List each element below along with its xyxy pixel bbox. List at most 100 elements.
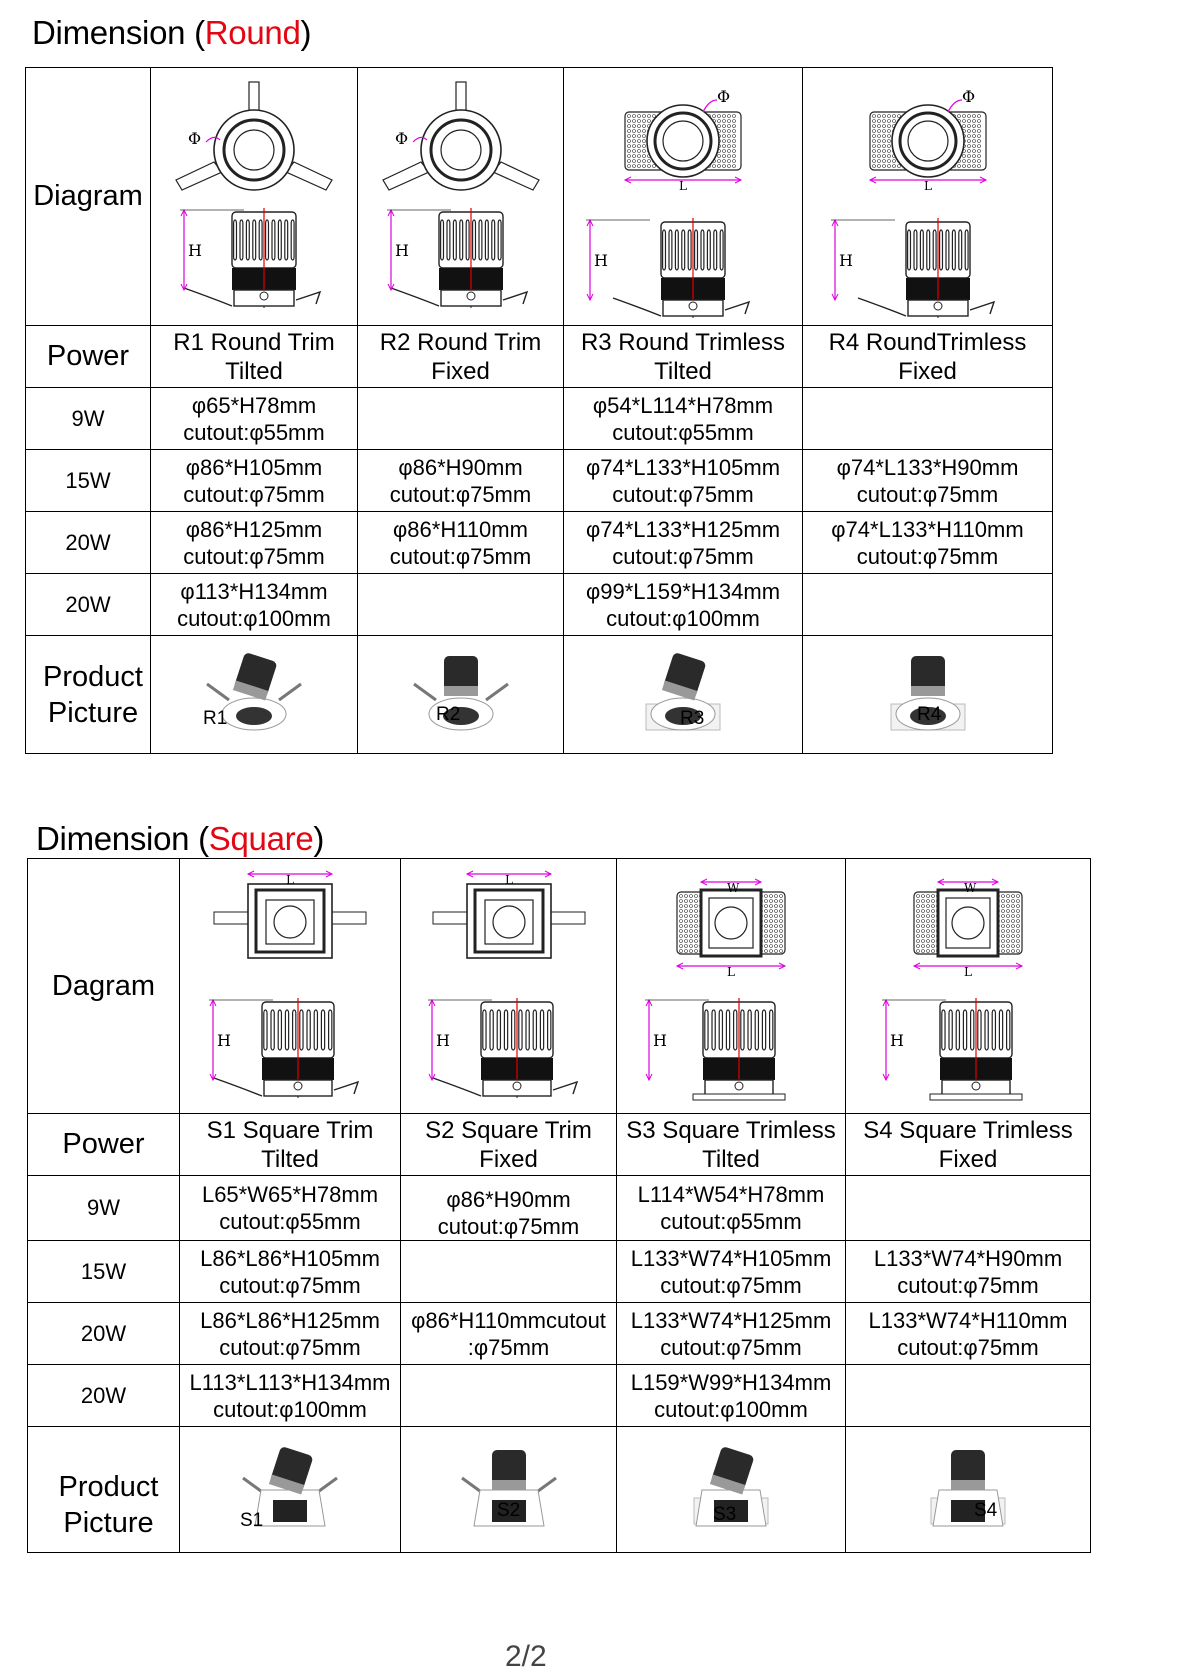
diagram-row: Diagram Φ H Φ H Φ L H Φ L H	[25, 67, 1053, 326]
svg-text:Φ: Φ	[395, 129, 408, 148]
picture-caption: R1	[203, 707, 228, 729]
round-spec-table: Diagram Φ H Φ H Φ L H Φ L H Power R1 Rou…	[25, 67, 1053, 754]
diagram-r1: Φ H	[150, 67, 358, 326]
svg-text:L: L	[964, 965, 972, 979]
diagram-r4: Φ L H	[802, 67, 1053, 326]
picture-caption: S1	[240, 1509, 264, 1531]
dimension-cell	[400, 1364, 617, 1427]
picture-caption: S2	[497, 1499, 521, 1521]
svg-text:H: H	[890, 1031, 904, 1050]
product-picture-r2: R2	[357, 635, 564, 754]
title-suffix: )	[313, 820, 325, 857]
dimension-cell	[357, 387, 564, 450]
svg-text:L: L	[505, 873, 513, 887]
svg-text:H: H	[839, 251, 853, 270]
diagram-s4: W L H	[845, 858, 1091, 1114]
square-spec-table: Dagram L H L H W L H W L H Power S1 Squa…	[27, 858, 1091, 1553]
dimension-cell: φ86*H110mmcutout:φ75mm	[400, 1302, 617, 1365]
product-picture-s3: S3	[616, 1426, 846, 1553]
svg-text:Φ: Φ	[188, 129, 201, 148]
title-suffix: )	[300, 14, 312, 51]
svg-text:H: H	[188, 241, 202, 260]
dimension-cell	[802, 387, 1053, 450]
diagram-label: Dagram	[27, 858, 180, 1114]
power-label: Power	[25, 325, 151, 388]
dimension-cell	[802, 573, 1053, 636]
svg-text:H: H	[217, 1031, 231, 1050]
diagram-s1: L H	[179, 858, 401, 1114]
dimension-cell	[845, 1175, 1091, 1241]
product-picture-s1: S1	[179, 1426, 401, 1553]
svg-text:L: L	[727, 965, 735, 979]
power-value: 15W	[27, 1240, 180, 1303]
product-picture-s4: S4	[845, 1426, 1091, 1553]
product-picture-r3: R3	[563, 635, 803, 754]
svg-text:H: H	[436, 1031, 450, 1050]
round-section-title: Dimension (Round)	[32, 14, 312, 52]
svg-text:H: H	[395, 241, 409, 260]
power-value: 20W	[25, 573, 151, 636]
dimension-cell	[357, 573, 564, 636]
diagram-label: Diagram	[25, 67, 151, 326]
power-value: 15W	[25, 449, 151, 512]
power-value: 9W	[25, 387, 151, 450]
svg-text:L: L	[924, 179, 932, 193]
product-picture-s2: S2	[400, 1426, 617, 1553]
product-picture-r4: R4	[802, 635, 1053, 754]
product-picture-r1: R1	[150, 635, 358, 754]
title-prefix: Dimension (	[32, 14, 205, 51]
svg-text:Φ: Φ	[962, 87, 975, 106]
power-label: Power	[27, 1113, 180, 1176]
picture-caption: S4	[974, 1499, 998, 1521]
power-value: 20W	[27, 1302, 180, 1365]
dimension-cell	[845, 1364, 1091, 1427]
picture-caption: R2	[436, 703, 461, 725]
title-highlight: Round	[204, 14, 301, 51]
diagram-s2: L H	[400, 858, 617, 1114]
square-section-title: Dimension (Square)	[36, 820, 324, 858]
power-value: 20W	[25, 511, 151, 574]
svg-text:W: W	[964, 881, 977, 895]
svg-text:Φ: Φ	[717, 87, 730, 106]
diagram-s3: W L H	[616, 858, 846, 1114]
power-value: 20W	[27, 1364, 180, 1427]
svg-text:L: L	[286, 873, 294, 887]
